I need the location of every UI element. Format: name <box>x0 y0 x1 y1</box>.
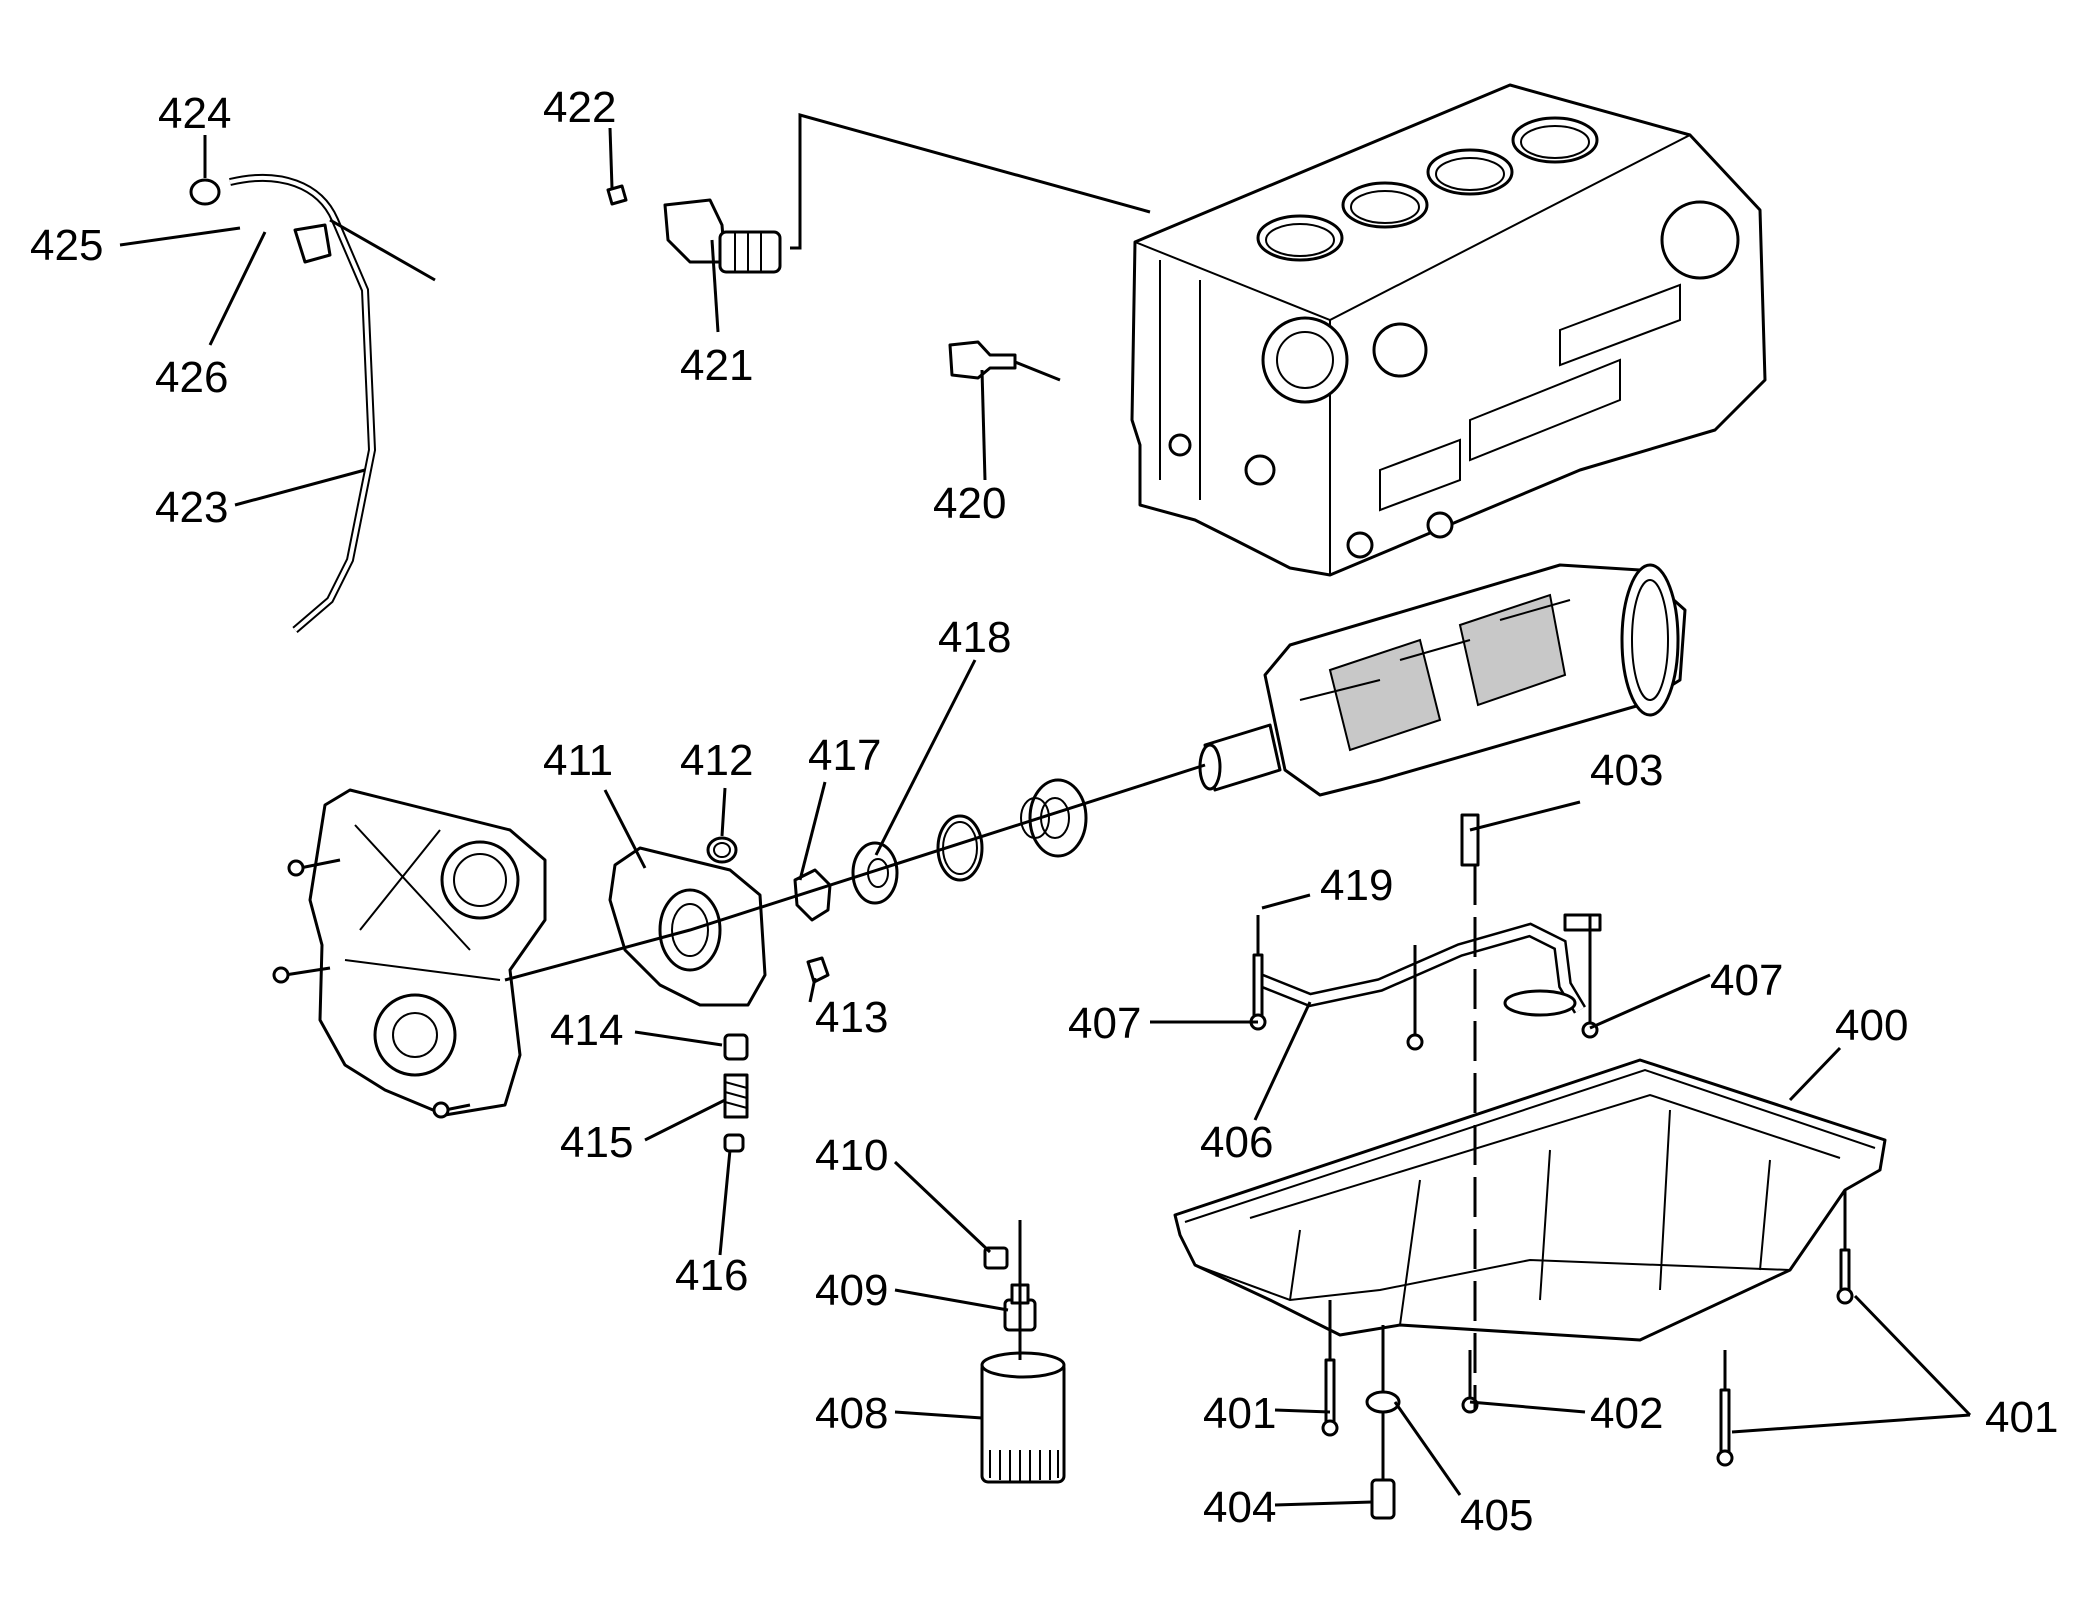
bolts <box>272 813 1854 1520</box>
label-412: 412 <box>680 736 753 785</box>
sensor-420 <box>948 340 1017 380</box>
label-423: 423 <box>155 483 228 532</box>
label-410: 410 <box>815 1131 888 1180</box>
label-401b: 401 <box>1985 1393 2058 1442</box>
crankshaft <box>1198 563 1687 797</box>
valve-414 <box>723 1033 749 1061</box>
oil-filter <box>980 1351 1066 1484</box>
plug-413 <box>806 956 830 984</box>
callout-labels: 424 425 426 423 422 421 420 418 417 412 … <box>30 83 2058 1540</box>
label-406: 406 <box>1200 1118 1273 1167</box>
label-409: 409 <box>815 1266 888 1315</box>
label-408: 408 <box>815 1389 888 1438</box>
label-400: 400 <box>1835 1001 1908 1050</box>
label-411: 411 <box>543 736 613 785</box>
callout-leaders <box>119 127 1972 1507</box>
label-419: 419 <box>1320 861 1393 910</box>
label-416: 416 <box>675 1251 748 1300</box>
label-421: 421 <box>680 341 753 390</box>
label-415: 415 <box>560 1118 633 1167</box>
o-ring-412 <box>706 836 738 864</box>
explosion-lines <box>329 113 1477 1410</box>
gear-418 <box>851 841 899 905</box>
label-413: 413 <box>815 993 888 1042</box>
label-401a: 401 <box>1203 1389 1276 1438</box>
label-414: 414 <box>550 1006 623 1055</box>
label-407a: 407 <box>1068 999 1141 1048</box>
engine-block <box>1130 83 1767 577</box>
oil-pan <box>1173 1058 1887 1342</box>
front-cover <box>308 788 547 1117</box>
label-418: 418 <box>938 613 1011 662</box>
label-404: 404 <box>1203 1483 1276 1532</box>
label-402: 402 <box>1590 1389 1663 1438</box>
label-426: 426 <box>155 353 228 402</box>
label-407b: 407 <box>1710 956 1783 1005</box>
oil-pump-screen <box>1257 913 1602 1017</box>
oil-pump-housing <box>608 846 767 1007</box>
rotor-417 <box>793 868 832 922</box>
label-403: 403 <box>1590 746 1663 795</box>
drain-plug-410 <box>983 1246 1009 1270</box>
label-417: 417 <box>808 731 881 780</box>
label-420: 420 <box>933 479 1006 528</box>
dipstick-tube <box>189 173 377 634</box>
crank-sprocket <box>1020 778 1088 858</box>
label-425: 425 <box>30 221 103 270</box>
oil-control-valve <box>606 184 782 274</box>
label-424: 424 <box>158 89 231 138</box>
spring-415 <box>723 1073 749 1119</box>
plug-416 <box>723 1133 745 1153</box>
label-422: 422 <box>543 83 616 132</box>
label-405: 405 <box>1460 1491 1533 1540</box>
